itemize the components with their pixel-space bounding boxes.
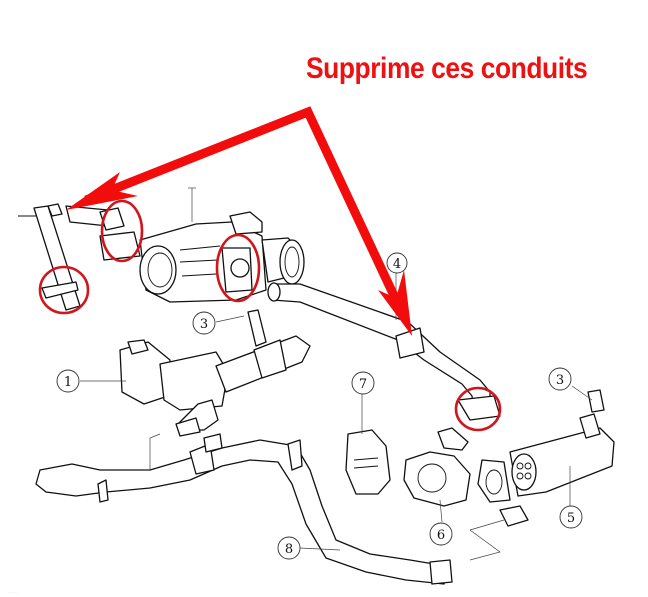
svg-text:1: 1 [64,375,72,390]
svg-text:3: 3 [556,373,564,388]
egr-valve-body [139,187,305,303]
callout-3a: 3 [192,311,216,335]
arrow-shaft [84,106,401,302]
annotation-title: Supprime ces conduits [306,52,588,85]
red-mark-circle-pipe-flange [454,386,502,432]
svg-text:3: 3 [200,317,208,332]
svg-text:4: 4 [393,257,401,272]
callout-8: 8 [277,536,301,560]
callout-5: 5 [559,505,583,529]
valve-6 [403,427,511,507]
arrow-head-right [378,270,412,336]
callout-4: 4 [386,252,408,274]
red-mark-circle-left-top [100,199,144,263]
watermark: ...... [8,589,19,595]
left-egr-pipe [18,203,141,311]
pipe-4 [267,282,501,421]
sensor-7 [345,429,391,495]
svg-text:6: 6 [437,528,445,543]
svg-text:8: 8 [285,542,293,557]
callout-7: 7 [351,371,375,395]
svg-text:7: 7 [359,377,367,392]
red-arrows [66,106,412,336]
lower-pipe-8 [35,433,453,585]
callout-6: 6 [429,522,453,546]
arrow-head-left [66,172,138,210]
callout-3b: 3 [548,367,572,391]
svg-text:5: 5 [567,511,575,526]
red-mark-circle-valve [215,233,261,303]
egr-cooler-5 [469,389,615,561]
callout-1: 1 [56,369,80,393]
egr-cooler-assembly-1 [119,309,311,437]
red-mark-circle-left-bottom [38,265,90,315]
